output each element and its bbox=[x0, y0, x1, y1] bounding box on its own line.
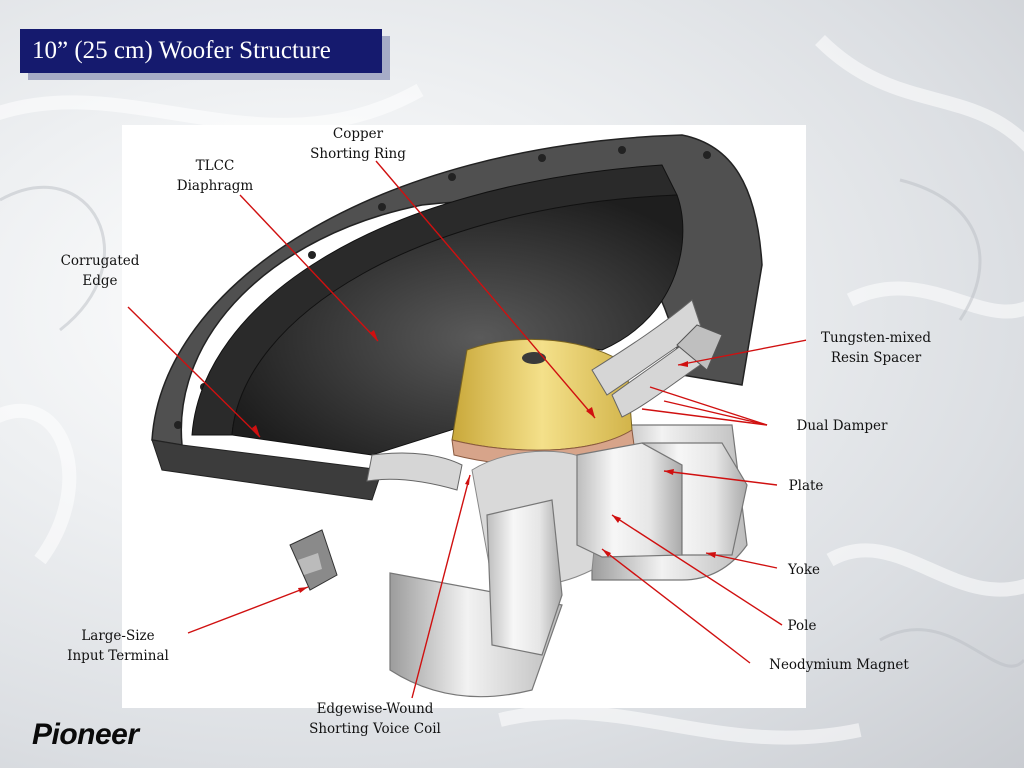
label-neodymium-magnet: Neodymium Magnet bbox=[769, 657, 909, 673]
label-tlcc-diaphragm: TLCC Diaphragm bbox=[176, 158, 254, 194]
label-input-terminal: Large-Size Input Terminal bbox=[67, 628, 169, 664]
bobbin-vent-hole bbox=[522, 352, 546, 364]
label-corrugated-edge: Corrugated Edge bbox=[60, 253, 140, 289]
input-terminal bbox=[289, 529, 338, 591]
neodymium-magnet-block bbox=[641, 442, 748, 556]
left-magnet-block bbox=[486, 499, 563, 656]
plate bbox=[576, 442, 683, 558]
leader-lines bbox=[127, 160, 806, 699]
label-dual-damper: Dual Damper bbox=[796, 418, 888, 434]
label-yoke: Yoke bbox=[787, 562, 821, 578]
woofer-cutaway-diagram bbox=[127, 134, 806, 699]
pioneer-logo: Pioneer bbox=[32, 718, 139, 751]
label-plate: Plate bbox=[788, 478, 824, 494]
label-pole: Pole bbox=[787, 618, 817, 634]
label-copper-shorting-ring: Copper Shorting Ring bbox=[310, 126, 406, 162]
page-title: 10” (25 cm) Woofer Structure bbox=[20, 29, 382, 73]
label-tungsten-resin-spacer: Tungsten-mixed Resin Spacer bbox=[821, 330, 931, 366]
label-voice-coil: Edgewise-Wound Shorting Voice Coil bbox=[309, 701, 441, 737]
diagram-panel bbox=[122, 125, 806, 708]
leader-arrowheads bbox=[252, 330, 716, 593]
